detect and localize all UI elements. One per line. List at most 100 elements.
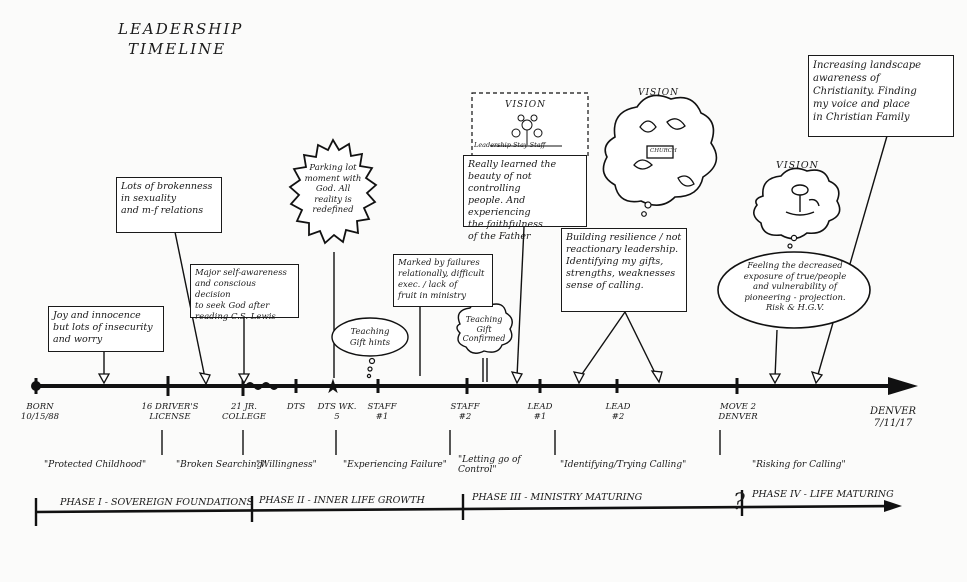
note-line: pioneering - projection.: [744, 292, 846, 303]
milestone-line: DTS: [286, 402, 306, 412]
note-line: strengths, weaknesses: [566, 268, 676, 279]
note-line: exposure of true/people: [743, 271, 847, 282]
milestone-line: 21 JR.: [230, 402, 258, 412]
parking-lot-starburst: [288, 138, 378, 245]
milestone-born: BORN 10/15/88: [21, 402, 59, 422]
phase-dividers: [34, 490, 744, 526]
note-landscape: Increasing landscape awareness of Christ…: [808, 55, 954, 137]
squiggle: [245, 382, 279, 390]
note-line: my voice and place: [813, 99, 910, 110]
note-line: Building resilience / not: [566, 232, 682, 243]
theme-willingness: "Willingness": [256, 460, 317, 470]
vision-right-cloud: [753, 167, 841, 240]
milestone-line: STAFF: [367, 402, 397, 412]
milestone-line: #1: [375, 412, 389, 422]
note-teaching-hint: Teaching Gift hints: [344, 327, 396, 348]
note-parking-lot: Parking lot moment with God. All reality…: [300, 163, 366, 216]
vision-left-caption: Leadership Stay Staff: [474, 141, 546, 149]
note-line: and vulnerability of: [752, 282, 838, 292]
note-line: Risk & H.G.V.: [765, 303, 825, 313]
note-line: beauty of not controlling: [468, 171, 532, 194]
note-line: to seek God after: [195, 301, 270, 311]
vision-right-sketch: [785, 184, 820, 216]
vision-left-sketch: [490, 114, 562, 147]
note-line: relationally, difficult: [398, 269, 485, 279]
milestone-line: DENVER: [718, 412, 758, 422]
note-resilience: Building resilience / not reactionary le…: [561, 228, 687, 312]
note-line: in Christian Family: [813, 112, 910, 123]
milestone-lead-2: LEAD #2: [606, 402, 631, 422]
milestone-line: BORN: [26, 402, 54, 412]
vision-mid-sketch: [633, 118, 695, 187]
note-line: of the Father: [468, 231, 531, 242]
arrow-tips: [97, 370, 824, 386]
note-line: moment with: [304, 173, 362, 184]
note-self-awareness: Major self-awareness and conscious decis…: [190, 264, 299, 322]
note-line: awareness of: [813, 73, 880, 84]
note-line: God. All: [315, 184, 351, 194]
milestone-line: STAFF: [450, 402, 480, 412]
risk-oval: [717, 251, 871, 329]
milestone-line: MOVE 2: [720, 402, 756, 412]
phase-question-mark: ?: [733, 490, 745, 515]
milestone-line: LEAD: [605, 402, 631, 412]
phase-2-label: PHASE II - INNER LIFE GROWTH: [259, 495, 425, 506]
note-line: reality is: [314, 194, 352, 205]
theme-risking-calling: "Risking for Calling": [752, 460, 846, 470]
note-line: in sexuality: [121, 193, 177, 204]
theme-separators: [161, 430, 721, 455]
milestone-line: LEAD: [527, 402, 553, 412]
vision-mid-inner-label: CHURCH: [650, 148, 677, 154]
milestone-line: 10/15/88: [20, 412, 60, 422]
note-line: Joy and innocence: [53, 310, 141, 321]
theme-identifying-calling: "Identifying/Trying Calling": [560, 460, 687, 470]
note-line: Increasing landscape: [813, 60, 922, 71]
milestone-lead-1: LEAD #1: [528, 402, 553, 422]
vision-left-label: VISION: [505, 100, 547, 110]
milestone-license: 16 DRIVER'S LICENSE: [142, 402, 199, 422]
note-teaching-confirmed: Teaching Gift Confirmed: [458, 315, 510, 344]
teaching-hint-bubble: [331, 317, 409, 357]
note-line: sense of calling.: [566, 280, 644, 291]
note-failure: Marked by failures relationally, difficu…: [393, 254, 493, 307]
note-line: reading C.S. Lewis: [195, 312, 276, 322]
note-line: and conscious decision: [195, 279, 256, 300]
phase-arrowhead: [884, 500, 902, 512]
note-line: fruit in ministry: [398, 291, 467, 301]
vision-mid-label: VISION: [638, 88, 680, 98]
vision-right-label: VISION: [776, 160, 819, 171]
title-line-1: LEADERSHIP: [118, 20, 244, 38]
note-line: exec. / lack of: [398, 280, 458, 290]
phase-1-label: PHASE I - SOVEREIGN FOUNDATIONS: [60, 497, 254, 508]
note-line: Parking lot: [309, 163, 357, 173]
note-line: Christianity. Finding: [813, 86, 917, 97]
note-line: but lots of insecurity: [53, 322, 153, 333]
note-line: Gift: [476, 324, 492, 334]
milestone-line: 7/11/17: [873, 418, 913, 429]
phase-4-label: PHASE IV - LIFE MATURING: [752, 489, 894, 500]
milestone-dts-wk5: DTS WK. 5: [318, 402, 357, 422]
timeline-arrowhead: [888, 377, 918, 395]
milestone-line: #2: [458, 412, 472, 422]
note-risk: Feeling the decreased exposure of true/p…: [728, 261, 862, 314]
note-line: Marked by failures: [398, 258, 480, 268]
milestone-line: LICENSE: [149, 412, 191, 422]
milestone-line: #1: [533, 412, 547, 422]
note-line: the faithfulness: [468, 219, 543, 230]
note-line: Teaching: [350, 327, 390, 337]
theme-experiencing-failure: "Experiencing Failure": [343, 460, 447, 470]
milestone-line: #2: [611, 412, 625, 422]
milestone-college: 21 JR. COLLEGE: [222, 402, 266, 422]
title-line-2: TIMELINE: [128, 40, 227, 58]
note-line: people. And experiencing: [468, 195, 531, 218]
note-line: Feeling the decreased: [747, 261, 843, 271]
milestone-denver: DENVER 7/11/17: [870, 406, 916, 430]
milestone-line: DENVER: [869, 406, 917, 417]
note-innocence: Joy and innocence but lots of insecurity…: [48, 306, 164, 352]
note-line: Lots of brokenness: [121, 181, 213, 192]
note-line: Gift hints: [349, 337, 391, 348]
note-line: Confirmed: [462, 334, 506, 343]
milestone-line: COLLEGE: [222, 412, 266, 422]
